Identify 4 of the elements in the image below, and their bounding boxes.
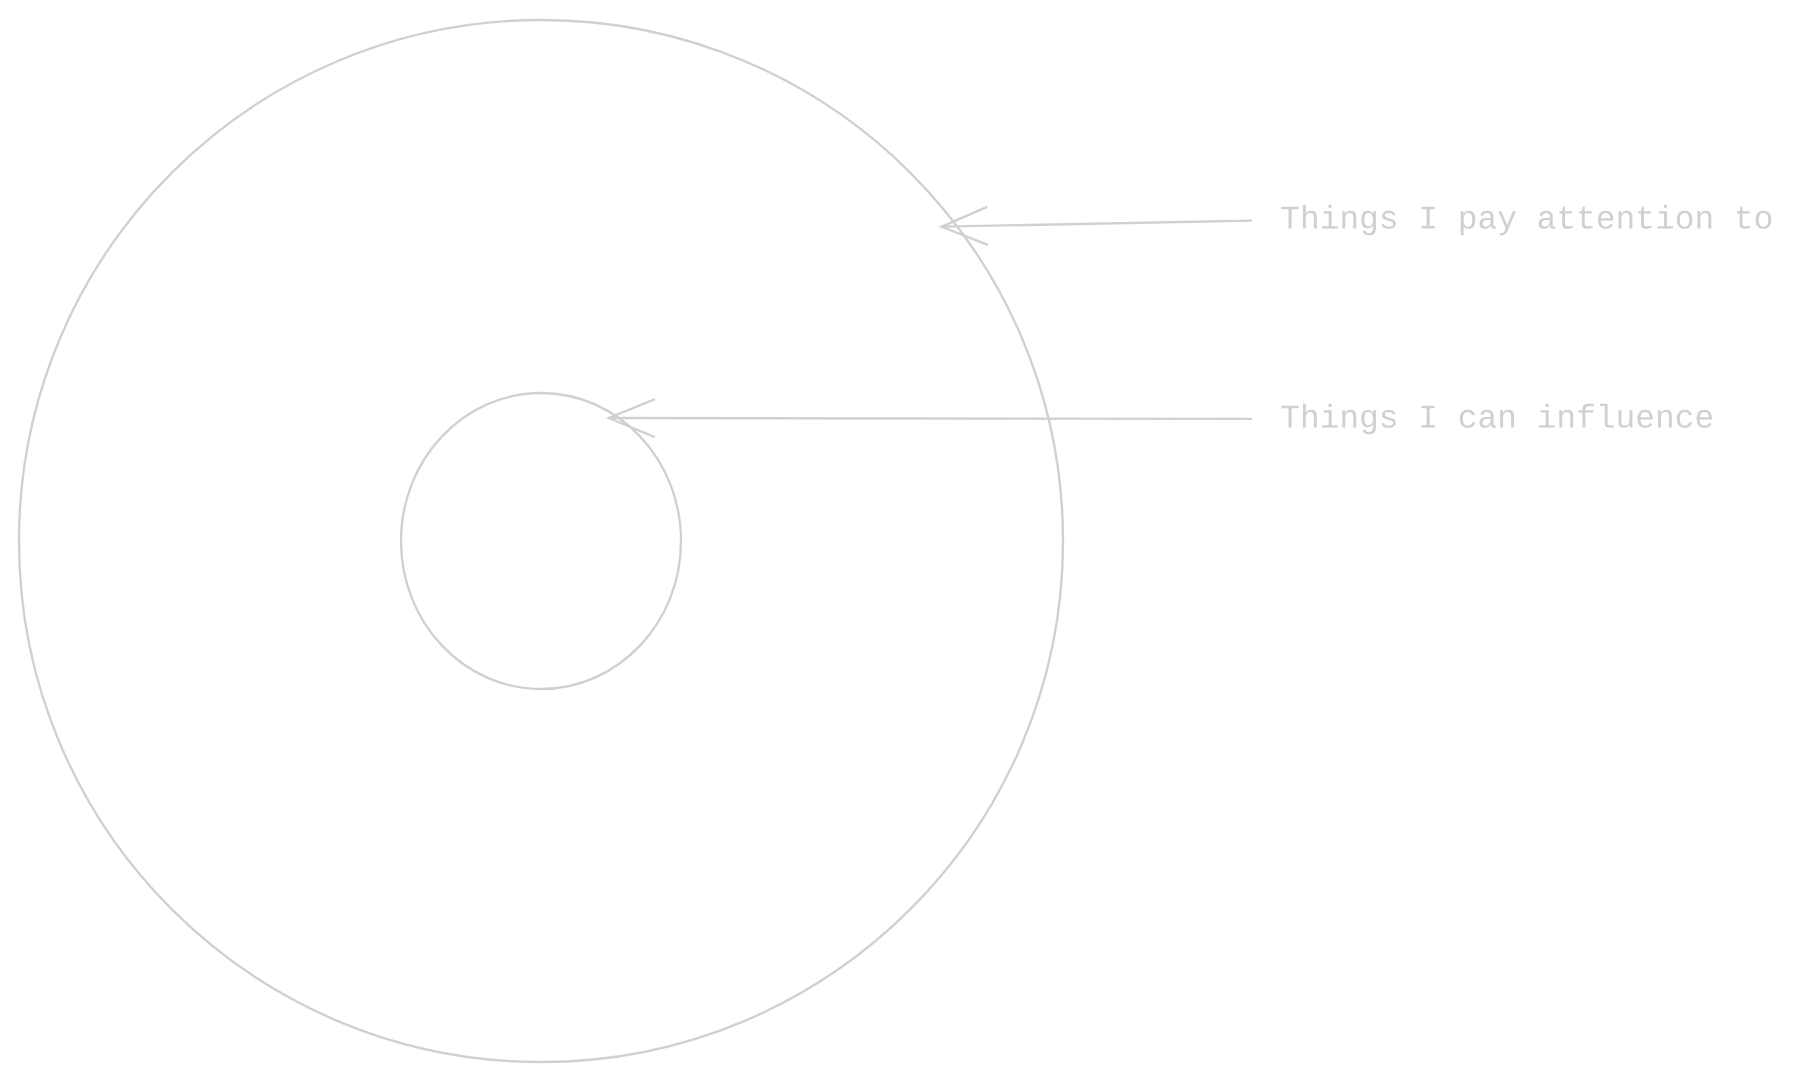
arrow — [938, 205, 1253, 246]
circle-outline — [17, 18, 1065, 1064]
circle-outline — [399, 391, 683, 691]
arrow — [605, 398, 1252, 439]
